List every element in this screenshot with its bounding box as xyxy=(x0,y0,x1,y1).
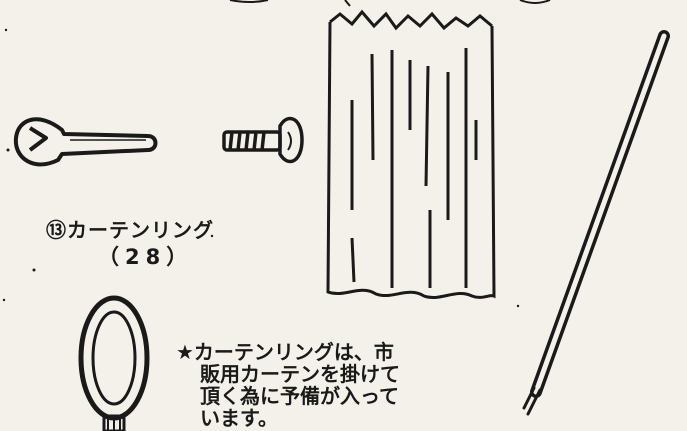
top-edge-marks xyxy=(229,0,551,7)
curtain-ring-note: ★カーテンリングは、市 販用カーテンを掛けて 頂く為に予備が入って います。 xyxy=(176,341,476,429)
wrench-icon xyxy=(13,117,158,167)
curtain-ring-label: ⑬カーテンリング xyxy=(46,218,214,242)
curtain-panel-icon xyxy=(326,9,496,299)
curtain-ring-icon xyxy=(78,295,150,431)
rod-icon xyxy=(522,30,670,416)
bolt-icon xyxy=(222,116,304,164)
note-line: います。 xyxy=(200,406,278,430)
paper-speckles xyxy=(2,28,520,308)
note-line: 頂く為に予備が入って xyxy=(200,384,399,408)
note-line: ★カーテンリングは、市 xyxy=(176,340,394,364)
note-line: 販用カーテンを掛けて xyxy=(200,362,400,386)
curtain-ring-quantity: （28） xyxy=(98,245,194,269)
